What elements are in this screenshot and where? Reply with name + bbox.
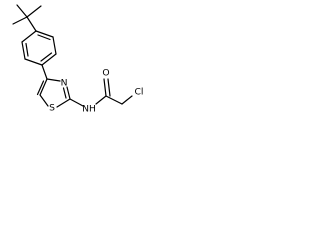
bond-carbonyl-o-double (107, 78, 111, 97)
bond-ring-4 (24, 58, 43, 66)
benzene-ring (21, 30, 57, 66)
chemical-structure: S N NH O Cl (12, 4, 143, 115)
bond-thz-s-c2 (56, 98, 71, 108)
bond-thz-n-c4 (46, 78, 61, 82)
bond-nh-carbonyl (95, 95, 107, 105)
atom-carbonyl-oxygen: O (102, 68, 109, 79)
bond-tbu-ring (26, 16, 37, 32)
bond-carbonyl-o (103, 78, 107, 97)
bond-ring-double-2 (40, 52, 53, 62)
bond-tbu-c2 (26, 5, 42, 18)
tert-butyl-group (12, 4, 42, 32)
bond-ch2-cl (121, 95, 133, 105)
bond-ring-double-3 (25, 42, 29, 57)
bond-carbonyl-ch2 (105, 95, 123, 105)
bond-ring-2 (52, 36, 57, 55)
atom-ring-nitrogen: N (61, 78, 68, 89)
bond-ring-6 (21, 30, 37, 43)
bond-ring-1 (35, 30, 54, 38)
atom-amide-nh: NH (82, 104, 96, 115)
thiazole-ring (36, 78, 71, 108)
bond-thz-c4-c5 (39, 78, 48, 96)
bond-tbu-c3 (12, 16, 28, 25)
atom-chlorine: Cl (135, 87, 144, 98)
bond-ring-5 (21, 41, 26, 60)
bond-thz-c2-n (66, 86, 71, 100)
bond-ring-double-1 (37, 34, 51, 41)
bond-c2-nh (69, 98, 84, 107)
atom-labels: S N NH O Cl (49, 68, 143, 115)
chloroacetamide-chain (69, 78, 133, 107)
bond-phenyl-thiazole (41, 64, 48, 80)
atom-sulfur: S (49, 103, 55, 114)
bond-ring-3 (41, 53, 57, 66)
bond-thz-c5-s (39, 94, 49, 107)
bond-thz-c2-n-double (62, 87, 67, 99)
bond-thz-c4-c5-double (36, 80, 45, 96)
bond-tbu-c1 (16, 4, 28, 18)
